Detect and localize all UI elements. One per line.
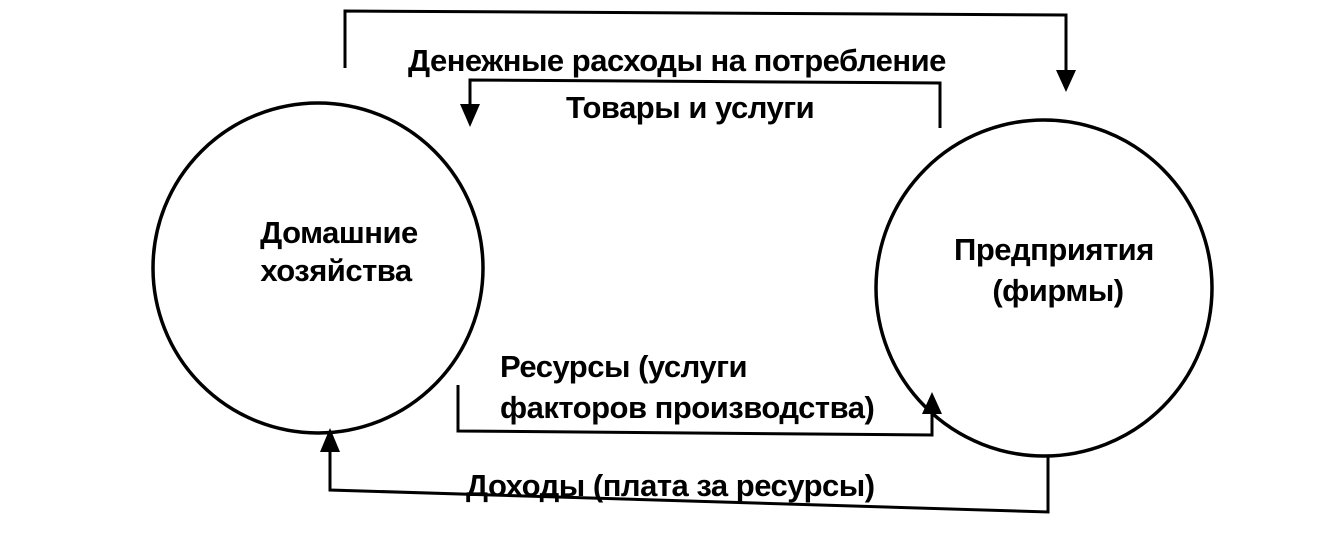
firms-label: Предприятия (фирмы) — [954, 232, 1162, 308]
resources-arrow — [456, 385, 942, 437]
consumption-spending-arrow — [343, 9, 1076, 92]
arrowhead-icon — [922, 392, 942, 414]
resources-label: Ресурсы (услуги факторов производства) — [500, 349, 874, 425]
households-circle — [151, 101, 485, 435]
households-label: Домашние хозяйства — [260, 215, 426, 288]
arrowhead-icon — [460, 104, 480, 127]
firms-circle — [874, 118, 1214, 458]
goods-services-arrow — [460, 78, 942, 128]
arrowhead-icon — [320, 428, 340, 452]
income-label: Доходы (плата за ресурсы) — [466, 468, 875, 503]
consumption-spending-label: Денежные расходы на потребление — [408, 43, 946, 78]
arrowhead-icon — [1056, 70, 1076, 92]
goods-services-label: Товары и услуги — [566, 90, 814, 125]
income-arrow — [320, 428, 1050, 514]
